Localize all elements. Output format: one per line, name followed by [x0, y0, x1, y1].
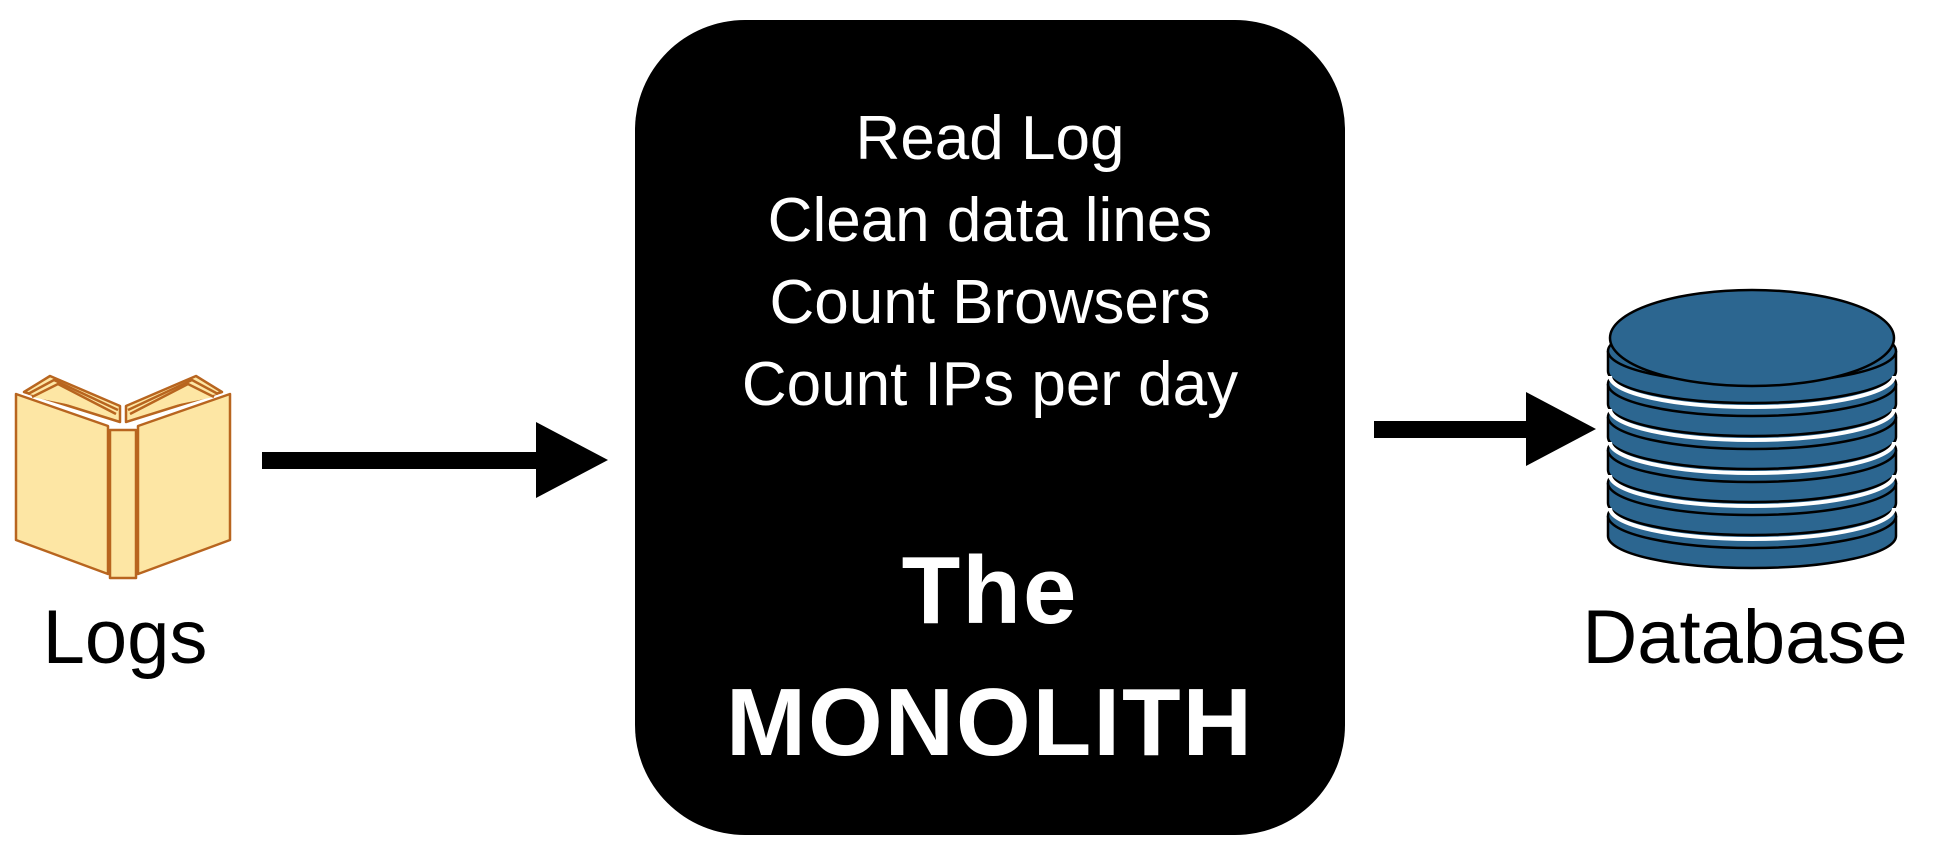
arrow-right-icon [1374, 392, 1596, 466]
monolith-title-line1: The [901, 537, 1079, 644]
monolith-block: Read Log Clean data lines Count Browsers… [635, 20, 1345, 835]
monolith-title: The MONOLITH [635, 525, 1345, 789]
database-icon [1606, 288, 1898, 570]
task-item: Count Browsers [769, 268, 1211, 337]
arrow-right-icon [262, 422, 608, 498]
task-list: Read Log Clean data lines Count Browsers… [635, 98, 1345, 426]
database-label: Database [1582, 595, 1908, 680]
open-book-icon [14, 374, 232, 580]
monolith-title-line2: MONOLITH [726, 669, 1254, 776]
task-item: Clean data lines [767, 186, 1213, 255]
task-item: Count IPs per day [741, 350, 1239, 419]
logs-label: Logs [42, 595, 208, 680]
task-item: Read Log [855, 104, 1125, 173]
